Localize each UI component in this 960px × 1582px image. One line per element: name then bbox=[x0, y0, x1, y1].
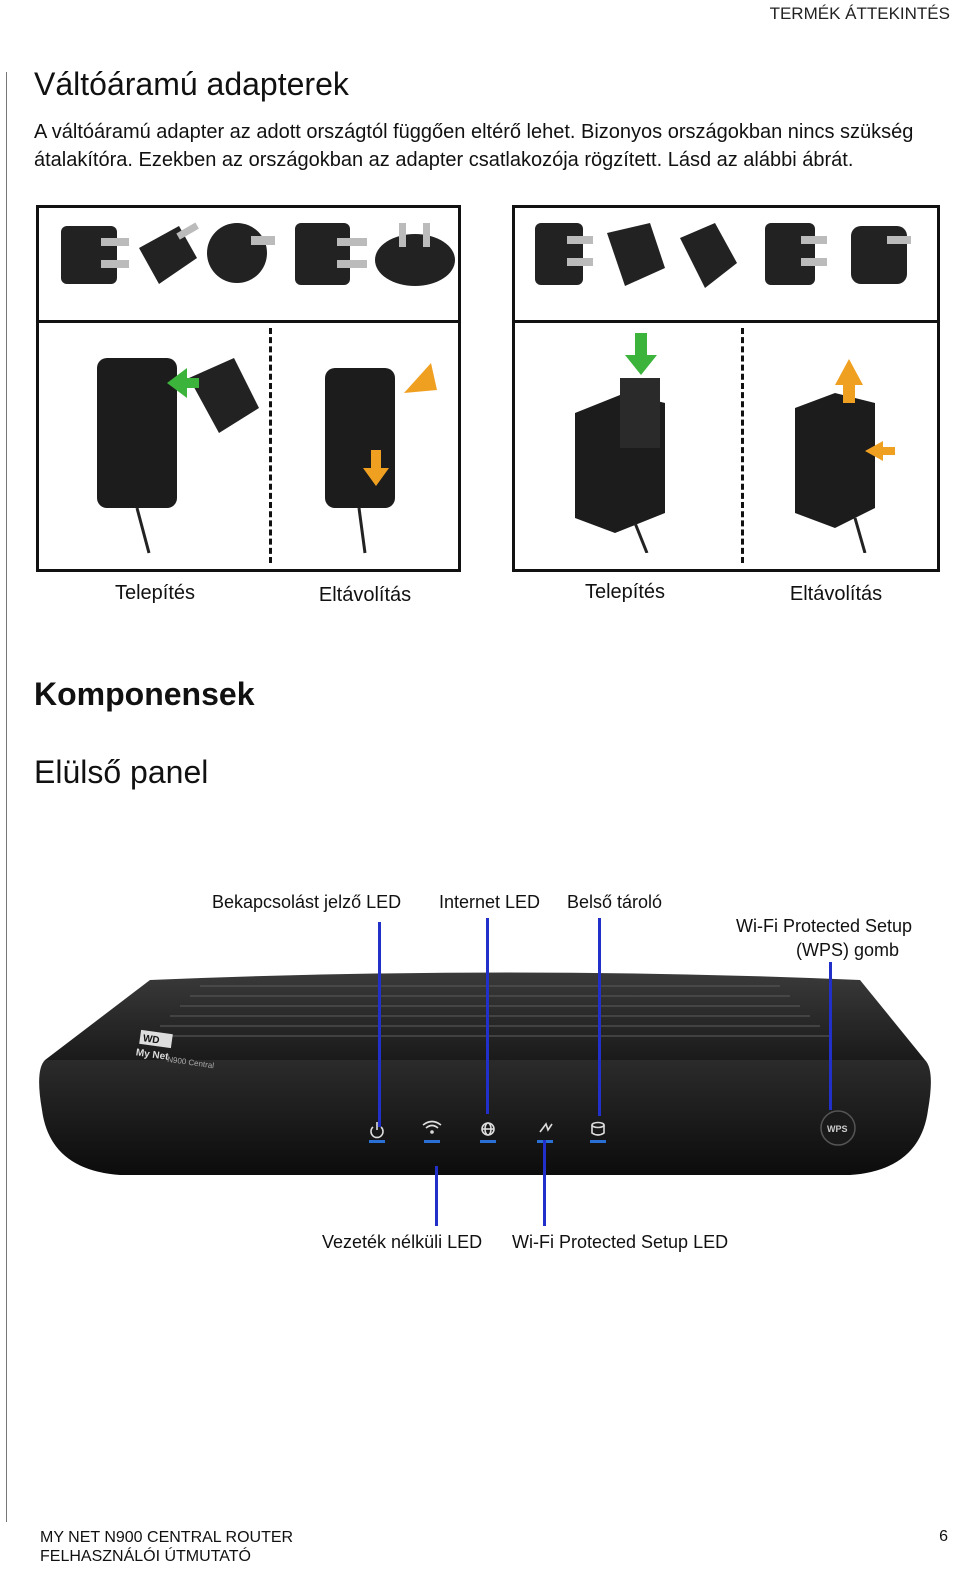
leader-wireless-led bbox=[435, 1166, 438, 1226]
adapters-title: Váltóáramú adapterek bbox=[34, 66, 349, 102]
label-internet-led: Internet LED bbox=[439, 892, 541, 912]
leader-internet-led bbox=[486, 918, 489, 1114]
router-brand-text: My Net bbox=[135, 1047, 170, 1063]
label-wps-button-line2: (WPS) gomb bbox=[796, 940, 900, 960]
wps-button-text: WPS bbox=[827, 1124, 848, 1134]
power-led-icon bbox=[370, 1122, 384, 1139]
divider-dashed-right bbox=[741, 328, 744, 563]
caption-remove-2: Eltávolítás bbox=[789, 583, 883, 605]
internet-led-icon bbox=[481, 1122, 495, 1136]
plug-icons-right bbox=[535, 223, 911, 288]
storage-led-light bbox=[590, 1140, 606, 1143]
adapter-panel-left bbox=[36, 205, 461, 572]
adapters-paragraph: A váltóáramú adapter az adott országtól … bbox=[34, 121, 914, 171]
internet-led-light bbox=[480, 1140, 496, 1143]
left-margin-rule bbox=[6, 72, 7, 1522]
section-header: TERMÉK ÁTTEKINTÉS bbox=[769, 4, 950, 23]
plug-row-right bbox=[515, 208, 937, 323]
plug-icons-left bbox=[61, 222, 455, 286]
divider-dashed-left bbox=[269, 328, 272, 563]
router-front-face bbox=[39, 1060, 931, 1175]
leader-wps-led bbox=[543, 1140, 546, 1226]
components-title: Komponensek bbox=[34, 676, 255, 712]
router-vent-pattern bbox=[150, 985, 830, 1037]
page-number: 6 bbox=[939, 1528, 948, 1545]
storage-led-icon bbox=[591, 1121, 605, 1136]
label-wps-button-line1: Wi-Fi Protected Setup bbox=[736, 916, 913, 936]
wps-button[interactable] bbox=[820, 1110, 856, 1146]
footer: MY NET N900 CENTRAL ROUTER FELHASZNÁLÓI … bbox=[40, 1528, 293, 1566]
adapter-install-illustration-left bbox=[97, 358, 437, 554]
leader-storage bbox=[598, 918, 601, 1116]
plug-row-left bbox=[39, 208, 458, 323]
caption-install-1: Telepítés bbox=[114, 582, 196, 604]
router-logo-text: WD bbox=[142, 1033, 160, 1046]
power-led-light bbox=[369, 1140, 385, 1143]
adapter-panel-right bbox=[512, 205, 940, 572]
router-logo-badge bbox=[139, 1029, 173, 1049]
footer-product: MY NET N900 CENTRAL ROUTER bbox=[40, 1529, 294, 1546]
label-internal-storage: Belső tároló bbox=[567, 892, 663, 912]
wps-led-icon bbox=[539, 1122, 553, 1133]
router-front-illustration: WD My Net N900 Central WPS bbox=[39, 972, 931, 1175]
caption-install-2: Telepítés bbox=[584, 581, 666, 603]
caption-remove-1: Eltávolítás bbox=[318, 584, 412, 606]
front-panel-title: Elülső panel bbox=[34, 754, 209, 790]
router-top-surface bbox=[43, 972, 926, 1085]
footer-guide: FELHASZNÁLÓI ÚTMUTATÓ bbox=[40, 1548, 251, 1565]
leader-power-led bbox=[378, 922, 381, 1127]
adapter-install-illustration-right bbox=[575, 333, 895, 553]
wireless-led-icon bbox=[422, 1120, 442, 1134]
leader-wps-button bbox=[829, 962, 832, 1110]
wireless-led-light bbox=[424, 1140, 440, 1143]
label-wps-led: Wi-Fi Protected Setup LED bbox=[512, 1232, 729, 1252]
label-power-led: Bekapcsolást jelző LED bbox=[212, 892, 402, 912]
label-wireless-led: Vezeték nélküli LED bbox=[322, 1232, 483, 1252]
